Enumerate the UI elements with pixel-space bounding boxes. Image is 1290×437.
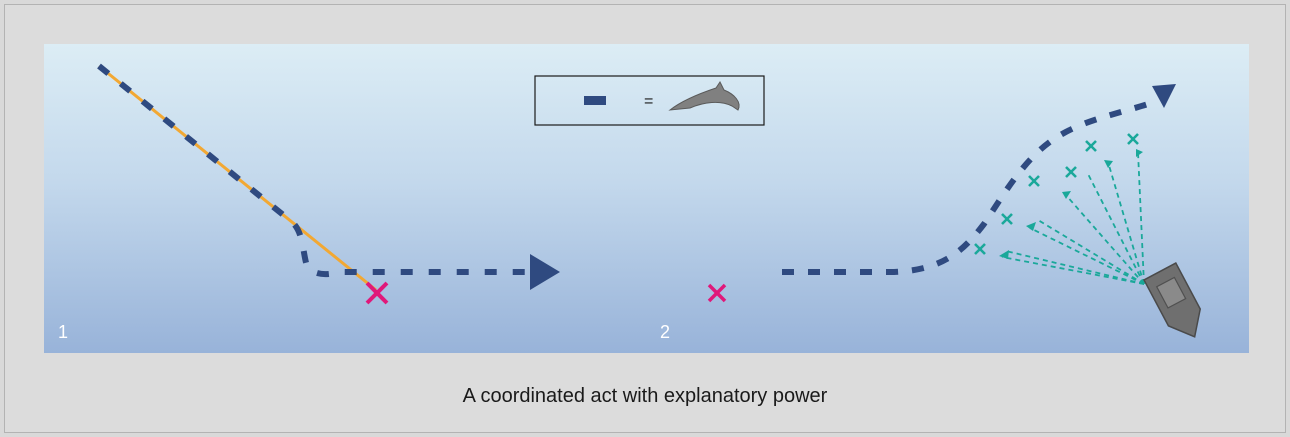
arrowhead-2 <box>1152 84 1176 108</box>
target-x-2 <box>707 283 727 303</box>
ocean-scene: = <box>44 44 1249 353</box>
echo-arrowheads <box>999 149 1143 259</box>
arrowhead-1 <box>530 254 560 290</box>
target-x-1 <box>365 281 389 305</box>
legend-box: = <box>534 75 765 126</box>
diagram-canvas: = <box>97 63 1202 338</box>
panel-number-1: 1 <box>58 322 69 342</box>
dolphin-icon <box>668 81 740 111</box>
panel-2-path <box>707 84 1202 338</box>
echo-marks <box>974 133 1139 255</box>
echo-lines <box>1001 151 1145 285</box>
dolphin-dashed-path-1 <box>97 63 534 278</box>
legend-equals: = <box>644 93 653 110</box>
panel-1-path <box>97 63 560 305</box>
dolphin-dashed-path-2 <box>782 99 1155 275</box>
legend-dash-marker <box>584 96 606 105</box>
boat-icon <box>1143 262 1202 338</box>
figure-caption: A coordinated act with explanatory power <box>462 385 828 407</box>
panel-number-2: 2 <box>660 322 671 342</box>
